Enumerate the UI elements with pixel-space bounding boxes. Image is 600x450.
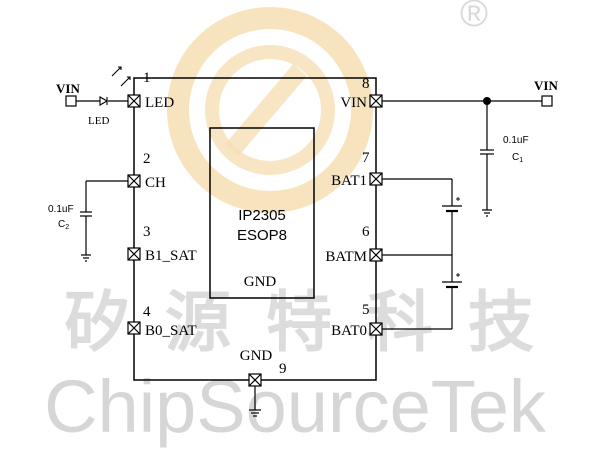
pin-7-name: BAT1 xyxy=(331,173,367,189)
led-label: LED xyxy=(88,115,109,127)
vin-left-terminal xyxy=(65,95,77,107)
c2-ref: C2 xyxy=(58,219,69,231)
pin-6-box xyxy=(369,248,383,262)
watermark-brand-en: ChipSourceTek xyxy=(44,365,547,448)
c1-value: 0.1uF xyxy=(503,135,529,146)
pin-1-box xyxy=(127,94,141,108)
pin-3-number: 3 xyxy=(143,224,151,240)
pin-7-box xyxy=(369,172,383,186)
pin-9-number: 9 xyxy=(279,361,287,377)
pin-4-number: 4 xyxy=(143,304,151,320)
vin-junction-dot xyxy=(483,97,491,105)
watermark-brand-cn: 矽 源 特 科 技 xyxy=(64,283,540,361)
vin-right-label: VIN xyxy=(534,78,558,93)
c2-circuit xyxy=(80,180,128,262)
pad-label: GND xyxy=(244,274,277,290)
pin-8-number: 8 xyxy=(362,76,370,92)
pin-4-name: B0_SAT xyxy=(145,323,197,339)
pin-5-box xyxy=(369,322,383,336)
led-diode-icon xyxy=(99,66,131,106)
battery-polarity-icons xyxy=(456,197,460,277)
pin-8-name: VIN xyxy=(340,95,367,111)
pin-3-name: B1_SAT xyxy=(145,248,197,264)
pin-7-number: 7 xyxy=(362,150,370,166)
gnd-symbol-icon xyxy=(249,386,261,417)
chip-part-number: IP2305 xyxy=(238,207,286,224)
pin-9-box xyxy=(248,373,262,387)
pin-5-name: BAT0 xyxy=(331,323,367,339)
pin-2-name: CH xyxy=(145,175,166,191)
exposed-pad xyxy=(209,127,315,299)
pin-6-name: BATM xyxy=(325,249,367,265)
c2-value: 0.1uF xyxy=(48,204,74,215)
vin-right-wire xyxy=(382,100,542,217)
pin-5-number: 5 xyxy=(362,302,370,318)
pin-6-number: 6 xyxy=(362,224,370,240)
watermark-logo xyxy=(167,7,373,213)
battery-stack xyxy=(382,178,462,330)
vin-left-label: VIN xyxy=(56,81,80,96)
pin-2-number: 2 xyxy=(143,151,151,167)
pin-1-number: 1 xyxy=(143,70,151,86)
pin-3-box xyxy=(127,247,141,261)
vin-right-terminal xyxy=(541,95,553,107)
pin-9-name: GND xyxy=(240,348,273,364)
c1-ref: C1 xyxy=(512,152,523,164)
chip-package: ESOP8 xyxy=(237,227,287,244)
pin-1-name: LED xyxy=(145,95,174,111)
pin-8-box xyxy=(369,94,383,108)
pin-4-box xyxy=(127,321,141,335)
registered-mark: ® xyxy=(460,0,488,35)
pin-2-box xyxy=(127,174,141,188)
